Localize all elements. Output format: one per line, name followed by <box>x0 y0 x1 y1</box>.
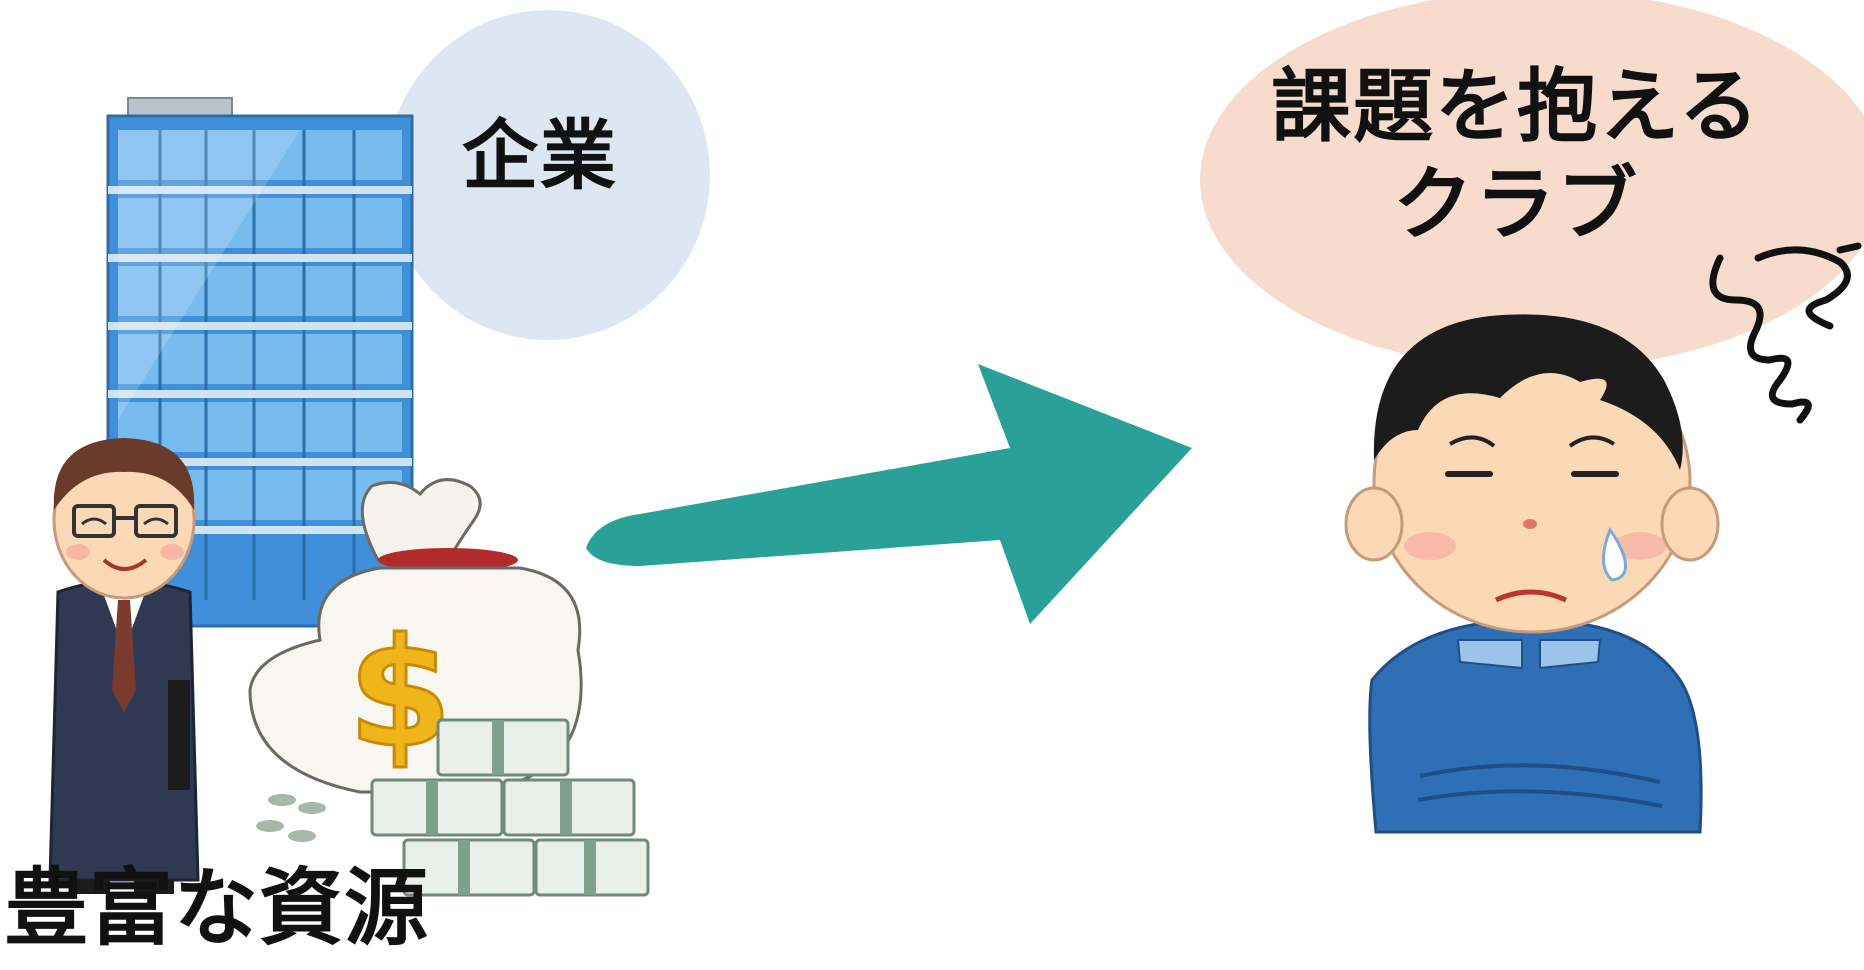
arrow-right-icon <box>586 364 1192 624</box>
club-label: 課題を抱える クラブ <box>1236 58 1796 253</box>
worried-person-icon <box>1344 314 1720 834</box>
resources-label: 豊富な資源 <box>4 859 430 957</box>
company-bubble <box>386 10 710 340</box>
club-label-line1: 課題を抱える <box>1271 60 1761 153</box>
club-bubble <box>1200 0 1864 370</box>
cash-stack-icon <box>256 718 650 897</box>
club-label-line2: クラブ <box>1393 157 1639 251</box>
company-label: 企業 <box>462 111 618 200</box>
worry-squiggle-icon <box>1709 242 1862 424</box>
businessman-icon <box>48 438 200 894</box>
svg-text:$: $ <box>348 607 452 781</box>
